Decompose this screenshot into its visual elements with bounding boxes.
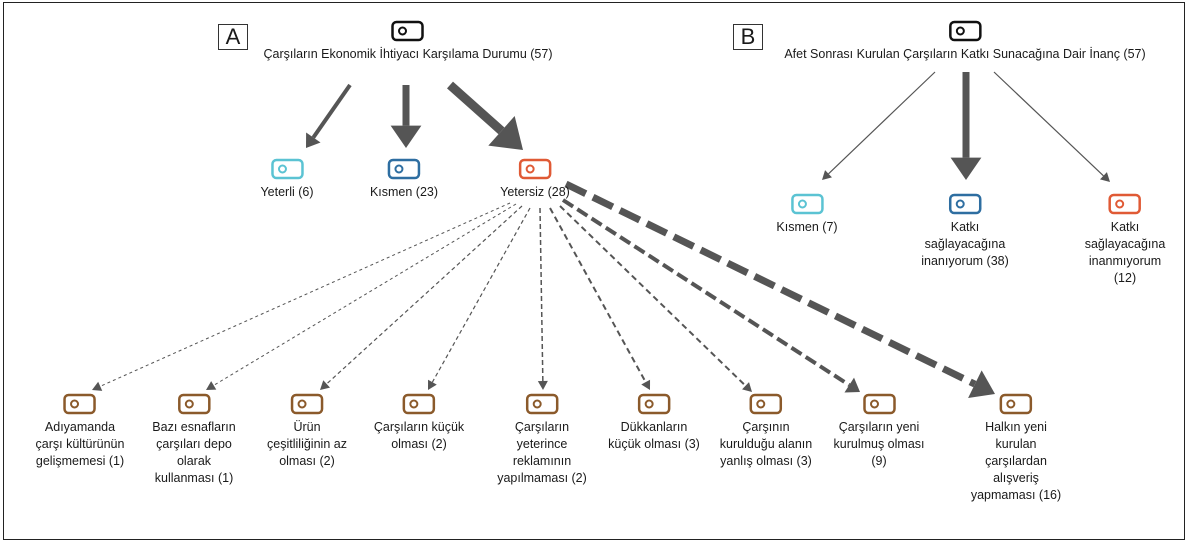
panel-a-level1-kismen: Kısmen (23) <box>370 158 438 201</box>
panel-b-root-node: Afet Sonrası Kurulan Çarşıların Katkı Su… <box>784 20 1146 63</box>
panel-a-reason-label: Halkın yeni kurulan çarşılardan alışveri… <box>970 420 1062 502</box>
panel-b-root-label: Afet Sonrası Kurulan Çarşıların Katkı Su… <box>784 47 1146 61</box>
figure-frame <box>3 2 1185 540</box>
panel-a-reason-node: Adıyamanda çarşı kültürünün gelişmemesi … <box>35 393 125 470</box>
panel-a-reason-node: Çarşıların yeni kurulmuş olması (9) <box>834 393 925 470</box>
code-tag-icon <box>518 158 552 180</box>
panel-a-reason-node: Ürün çeşitliliğinin az olması (2) <box>267 393 347 470</box>
edge-a-kismen-arrowhead <box>390 125 422 148</box>
panel-a-level1-yetersiz: Yetersiz (28) <box>500 158 570 201</box>
panel-a-reason-label: Çarşıların yeni kurulmuş olması (9) <box>833 420 925 468</box>
panel-a-reason-node: Dükkanların küçük olması (3) <box>608 393 700 453</box>
edge-a-yetersiz-arrowhead <box>488 116 523 150</box>
panel-a-root-label: Çarşıların Ekonomik İhtiyacı Karşılama D… <box>263 47 553 61</box>
edge-a-reason-4-line <box>431 207 531 383</box>
edge-a-reason-3-line <box>326 205 523 385</box>
code-tag-icon <box>862 393 896 415</box>
panel-a-reason-label: Çarşıların yeterince reklamının yapılmam… <box>497 420 587 485</box>
code-tag-icon <box>290 393 324 415</box>
code-tag-icon <box>387 158 421 180</box>
code-tag-icon <box>749 393 783 415</box>
edge-b-katki-arrowhead <box>950 157 982 180</box>
code-tag-icon <box>270 158 304 180</box>
code-tag-icon <box>948 20 982 42</box>
code-tag-icon <box>177 393 211 415</box>
panel-b-level1-label: Katkı sağlayacağına inanmıyorum (12) <box>1084 220 1166 285</box>
edge-a-reason-6-line <box>549 207 647 383</box>
panel-a-level1-label: Yetersiz (28) <box>500 185 570 199</box>
edge-a-reason-1-line <box>100 202 511 387</box>
edge-b-katki-degil-arrowhead <box>1100 172 1110 182</box>
panel-a-reason-node: Çarşıların yeterince reklamının yapılmam… <box>497 393 587 487</box>
panel-b-level1-label: Kısmen (7) <box>776 220 838 234</box>
panel-a-reason-label: Adıyamanda çarşı kültürünün gelişmemesi … <box>35 420 125 468</box>
panel-a-label: A <box>218 24 248 50</box>
edge-a-reason-5-arrowhead <box>537 380 548 390</box>
panel-a-level1-label: Kısmen (23) <box>369 185 439 199</box>
panel-b-level1-katki-saglayacagina: Katkı sağlayacağına inanıyorum (38) <box>921 193 1009 270</box>
code-tag-icon <box>948 193 982 215</box>
code-tag-icon <box>999 393 1033 415</box>
edge-a-reason-1-arrowhead <box>92 381 103 391</box>
panel-b-label: B <box>733 24 763 50</box>
edge-a-reason-9-line <box>564 180 977 388</box>
panel-a-reason-node: Çarşının kurulduğu alanın yanlış olması … <box>720 393 812 470</box>
panel-a-reason-label: Dükkanların küçük olması (3) <box>608 420 700 451</box>
edge-a-yeterli-arrowhead <box>306 132 321 148</box>
code-tag-icon <box>402 393 436 415</box>
panel-a-level1-yeterli: Yeterli (6) <box>260 158 314 201</box>
code-tag-icon <box>525 393 559 415</box>
edge-a-reason-8-line <box>561 198 851 387</box>
edge-a-reason-9-arrowhead <box>968 370 995 398</box>
edge-b-katki-degil-line <box>993 71 1104 177</box>
edge-a-reason-6-arrowhead <box>641 379 651 390</box>
panel-a-reason-label: Bazı esnafların çarşıları depo olarak ku… <box>152 420 236 485</box>
code-tag-icon <box>391 20 425 42</box>
edge-b-kismen-arrowhead <box>822 170 832 180</box>
panel-a-level1-label: Yeterli (6) <box>260 185 314 199</box>
edge-a-reason-4-arrowhead <box>428 379 437 390</box>
edge-a-reason-8-arrowhead <box>844 377 860 393</box>
panel-a-reason-node: Çarşıların küçük olması (2) <box>374 393 464 453</box>
panel-a-reason-node: Halkın yeni kurulan çarşılardan alışveri… <box>971 393 1061 504</box>
edge-a-reason-5-line <box>539 207 544 382</box>
edge-a-reason-7-line <box>559 205 747 387</box>
panel-a-reason-label: Çarşının kurulduğu alanın yanlış olması … <box>719 420 813 468</box>
panel-a-reason-label: Ürün çeşitliliğinin az olması (2) <box>267 420 347 468</box>
panel-b-level1-label: Katkı sağlayacağına inanıyorum (38) <box>921 220 1009 268</box>
edge-b-kismen-line <box>828 71 936 175</box>
code-tag-icon <box>637 393 671 415</box>
code-tag-icon <box>790 193 824 215</box>
panel-a-root-node: Çarşıların Ekonomik İhtiyacı Karşılama D… <box>263 20 553 63</box>
edge-a-reason-7-arrowhead <box>742 382 752 392</box>
panel-b-level1-katki-saglamayacagina: Katkı sağlayacağına inanmıyorum (12) <box>1084 193 1166 287</box>
edge-a-yetersiz-line <box>447 81 505 135</box>
code-tag-icon <box>1108 193 1142 215</box>
panel-b-level1-kismen: Kısmen (7) <box>776 193 838 236</box>
edge-a-reason-2-arrowhead <box>206 381 217 390</box>
edge-a-reason-2-line <box>213 203 517 386</box>
code-tag-icon <box>63 393 97 415</box>
edge-a-reason-3-arrowhead <box>320 380 331 390</box>
panel-a-reason-node: Bazı esnafların çarşıları depo olarak ku… <box>152 393 236 487</box>
edge-a-yeterli-line <box>311 83 352 139</box>
panel-a-reason-label: Çarşıların küçük olması (2) <box>373 420 465 451</box>
